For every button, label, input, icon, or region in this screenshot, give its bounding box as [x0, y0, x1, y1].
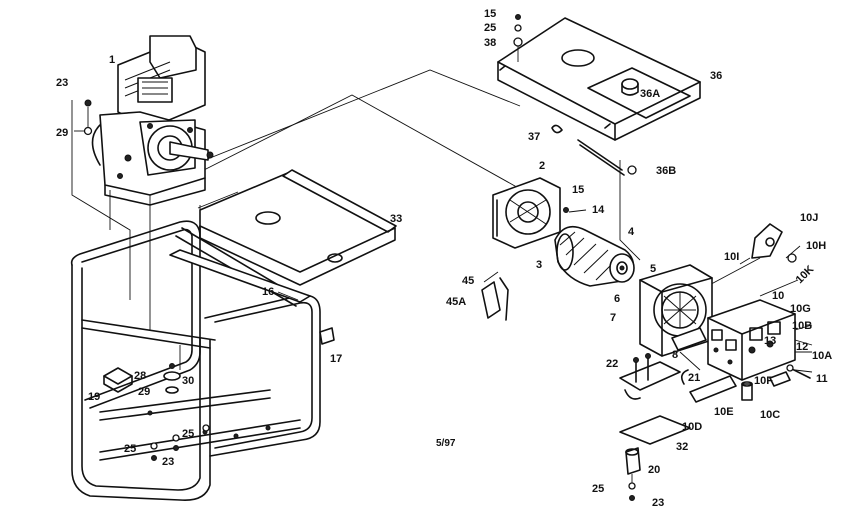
mounting-brackets	[619, 327, 707, 501]
receptacle-cover	[739, 223, 801, 265]
callout-15: 15	[484, 8, 496, 20]
engine-fasteners	[74, 99, 93, 136]
callout-33: 33	[390, 213, 402, 225]
callout-32: 32	[676, 441, 688, 453]
small-control-parts	[680, 364, 811, 403]
callout-28: 28	[134, 370, 146, 382]
callout-19: 19	[88, 391, 100, 403]
cover-hardware	[513, 14, 523, 62]
callout-10a: 10A	[812, 350, 832, 362]
callout-8: 8	[672, 349, 678, 361]
frame-hardware	[277, 291, 335, 345]
callout-20: 20	[648, 464, 660, 476]
callout-15-bell: 15	[572, 184, 584, 196]
callout-labels: 1 23 29 15 25 38 36 36A 37 36B 2 15 14 3…	[56, 8, 832, 509]
support-rod	[551, 124, 637, 176]
callout-10k: 10K	[794, 263, 817, 286]
bell-screws	[563, 207, 587, 213]
callout-37: 37	[528, 131, 540, 143]
callout-36b: 36B	[656, 165, 676, 177]
end-bell	[492, 177, 561, 249]
callout-2: 2	[539, 160, 545, 172]
callout-16: 16	[262, 286, 274, 298]
callout-10h: 10H	[806, 240, 826, 252]
callout-45a: 45A	[446, 296, 466, 308]
callout-22: 22	[606, 358, 618, 370]
date-code: 5/97	[436, 438, 456, 449]
engine-assembly	[91, 35, 214, 206]
callout-10f: 10F	[754, 375, 773, 387]
callout-30: 30	[182, 375, 194, 387]
brush-holder	[481, 271, 509, 321]
callout-6: 6	[614, 293, 620, 305]
callout-5: 5	[650, 263, 656, 275]
callout-7: 7	[610, 312, 616, 324]
callout-11: 11	[816, 373, 828, 385]
base-isolators	[103, 363, 210, 461]
callout-36a: 36A	[640, 88, 660, 100]
callout-25-bottom: 25	[592, 483, 604, 495]
callout-10c: 10C	[760, 409, 780, 421]
callout-10i: 10I	[724, 251, 739, 263]
callout-12: 12	[796, 341, 808, 353]
top-cover	[497, 17, 701, 141]
callout-36: 36	[710, 70, 722, 82]
callout-1: 1	[109, 54, 115, 66]
control-box	[707, 299, 796, 381]
callout-3: 3	[536, 259, 542, 271]
callout-10j: 10J	[800, 212, 818, 224]
callout-45: 45	[462, 275, 474, 287]
callout-10d: 10D	[682, 421, 702, 433]
callout-23-frame: 23	[162, 456, 174, 468]
callout-29-bottom: 29	[138, 386, 150, 398]
base-plate	[169, 169, 397, 303]
callout-10: 10	[772, 290, 784, 302]
callout-10e: 10E	[714, 406, 734, 418]
callout-10g: 10G	[790, 303, 811, 315]
rotor	[554, 225, 635, 287]
callout-21: 21	[688, 372, 700, 384]
callout-25-frame-right: 25	[182, 428, 194, 440]
callout-4: 4	[628, 226, 635, 238]
callout-38: 38	[484, 37, 496, 49]
control-leaders	[759, 279, 813, 373]
callout-10b: 10B	[792, 320, 812, 332]
callout-13: 13	[764, 335, 776, 347]
callout-23-bottom: 23	[652, 497, 664, 509]
callout-25: 25	[484, 22, 496, 34]
callout-23: 23	[56, 77, 68, 89]
callout-14: 14	[592, 204, 605, 216]
callout-29: 29	[56, 127, 68, 139]
callout-25-frame-left: 25	[124, 443, 136, 455]
callout-17: 17	[330, 353, 342, 365]
